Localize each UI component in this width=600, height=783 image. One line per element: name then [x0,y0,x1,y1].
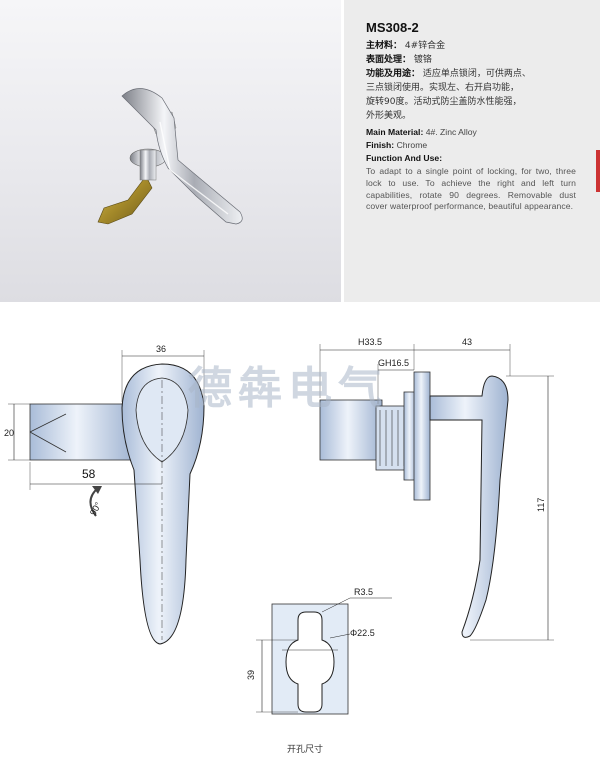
spec-panel [344,0,600,302]
cn-material-row: 主材料： 4#锌合金 [366,40,445,53]
technical-drawing: 36 20 58 90° H33.5 GH16.5 43 [0,302,600,778]
en-function-label: Function And Use: [366,153,443,163]
en-material-value: 4#. Zinc Alloy [425,127,477,137]
cn-finish-row: 表面处理： 镀铬 [366,54,432,67]
cn-material-label: 主材料： [366,41,403,51]
dim-phi22-5: Φ22.5 [350,628,375,638]
cn-function-line4: 外形美观。 [366,111,412,121]
product-photo-panel [0,0,341,302]
drawing-svg: 36 20 58 90° H33.5 GH16.5 43 [4,337,554,715]
dim-20: 20 [4,428,14,438]
en-function-row: Function And Use: [366,153,442,165]
en-finish-value: Chrome [396,140,428,150]
side-shaft [319,399,383,461]
edge-marker [596,150,600,192]
cn-finish-value: 镀铬 [413,55,432,65]
cutout-hole [285,611,335,713]
model-number: MS308-2 [366,20,419,35]
dim-h33-5: H33.5 [358,337,382,347]
product-photo [97,88,243,225]
side-handle [429,375,509,638]
front-shaft [29,403,135,461]
dim-58: 58 [82,467,96,481]
cn-function-label: 功能及用途： [366,69,421,79]
cn-function-line1: 适应单点锁闭，可供两点、 [422,69,531,79]
cn-function-line2: 三点锁闭使用。实现左、右开启功能， [366,83,520,93]
dim-117: 117 [536,498,546,512]
cn-function-line3: 旋转90度。活动式防尘盖防水性能强， [366,97,522,107]
dim-39: 39 [246,670,256,680]
cn-material-value: 4#锌合金 [404,41,446,51]
en-function-text: To adapt to a single point of locking, f… [366,166,576,212]
dim-r3-5: R3.5 [354,587,373,597]
cutout-caption: 开孔尺寸 [287,745,324,755]
en-finish-row: Finish: Chrome [366,140,427,152]
en-material-row: Main Material: 4#. Zinc Alloy [366,127,477,139]
cn-finish-label: 表面处理： [366,55,412,65]
en-material-label: Main Material: [366,127,424,137]
dim-gh16-5: GH16.5 [378,358,409,368]
dim-36: 36 [156,344,166,354]
dim-43: 43 [462,337,472,347]
watermark: 德犇电气 [188,363,388,414]
cn-function-row: 功能及用途： 适应单点锁闭，可供两点、 [366,68,531,81]
en-finish-label: Finish: [366,140,395,150]
